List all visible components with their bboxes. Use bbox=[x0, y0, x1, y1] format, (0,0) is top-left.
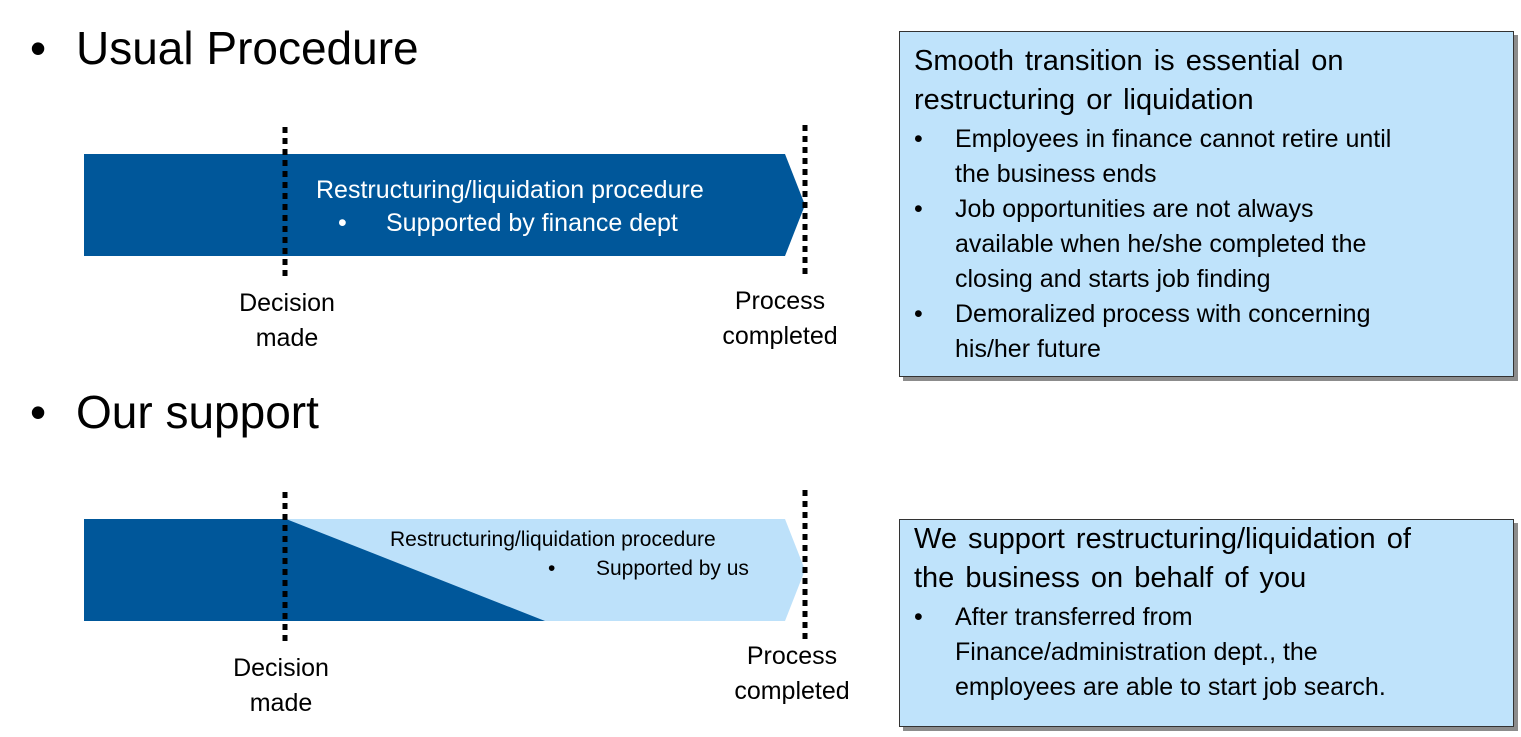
our-support-heading: • Our support bbox=[30, 386, 319, 438]
list-item-line: the business ends bbox=[955, 160, 1157, 188]
usual-procedure-arrow bbox=[84, 154, 805, 256]
bullet-glyph: • bbox=[914, 195, 923, 223]
bullet-glyph: • bbox=[914, 603, 923, 631]
bullet-glyph: • bbox=[914, 125, 923, 153]
bullet-glyph: • bbox=[548, 557, 556, 580]
list-item-line: Job opportunities are not always bbox=[955, 195, 1314, 223]
milestone-line: Process bbox=[746, 642, 838, 670]
usual-process-completed-label: Process completed bbox=[705, 284, 855, 354]
support-note-title: We support restructuring/liquidation of … bbox=[914, 520, 1501, 598]
list-item: • Job opportunities are not always avail… bbox=[914, 192, 1501, 297]
list-item-line: Employees in finance cannot retire until bbox=[955, 125, 1392, 153]
usual-note-title: Smooth transition is essential on restru… bbox=[914, 42, 1501, 120]
support-note-list: • After transferred from Finance/adminis… bbox=[914, 600, 1501, 705]
usual-decision-made-label: Decision made bbox=[222, 286, 352, 356]
list-item-line: his/her future bbox=[955, 335, 1101, 363]
milestone-line: made bbox=[249, 689, 313, 717]
bullet-glyph: • bbox=[338, 209, 347, 237]
heading-bullet: • bbox=[30, 22, 47, 74]
milestone-line: made bbox=[255, 324, 319, 352]
usual-procedure-label: Restructuring/liquidation procedure bbox=[316, 176, 704, 204]
note-title-line: Smooth transition is essential on bbox=[914, 45, 1344, 77]
support-procedure-bullet: • Supported by us bbox=[548, 555, 749, 583]
usual-procedure-note-box: Smooth transition is essential on restru… bbox=[899, 31, 1514, 377]
usual-procedure-bullet: • Supported by finance dept bbox=[338, 207, 678, 239]
list-item-line: available when he/she completed the bbox=[955, 230, 1367, 258]
list-item: • After transferred from Finance/adminis… bbox=[914, 600, 1501, 705]
milestone-line: completed bbox=[734, 677, 850, 705]
usual-procedure-bullet-text: Supported by finance dept bbox=[386, 209, 678, 237]
support-process-completed-label: Process completed bbox=[717, 639, 867, 709]
list-item-line: Demoralized process with concerning bbox=[955, 300, 1371, 328]
note-title-line: We support restructuring/liquidation of bbox=[914, 523, 1411, 555]
our-support-note-box: We support restructuring/liquidation of … bbox=[899, 519, 1514, 727]
milestone-line: Process bbox=[734, 287, 826, 315]
our-support-heading-text: Our support bbox=[76, 386, 319, 438]
support-decision-made-label: Decision made bbox=[216, 651, 346, 721]
list-item-line: After transferred from bbox=[955, 603, 1193, 631]
usual-procedure-heading: • Usual Procedure bbox=[30, 22, 419, 74]
milestone-line: Decision bbox=[239, 289, 335, 317]
support-procedure-label: Restructuring/liquidation procedure bbox=[390, 528, 716, 551]
usual-note-list: • Employees in finance cannot retire unt… bbox=[914, 122, 1501, 367]
list-item: • Employees in finance cannot retire unt… bbox=[914, 122, 1501, 192]
support-procedure-bullet-text: Supported by us bbox=[596, 557, 749, 580]
list-item-line: closing and starts job finding bbox=[955, 265, 1271, 293]
list-item-line: employees are able to start job search. bbox=[955, 673, 1386, 701]
note-title-line: the business on behalf of you bbox=[914, 562, 1307, 594]
heading-bullet: • bbox=[30, 386, 47, 438]
support-finance-wedge bbox=[84, 519, 545, 621]
bullet-glyph: • bbox=[914, 300, 923, 328]
list-item-line: Finance/administration dept., the bbox=[955, 638, 1318, 666]
note-title-line: restructuring or liquidation bbox=[914, 84, 1254, 116]
milestone-line: completed bbox=[722, 322, 838, 350]
list-item: • Demoralized process with concerning hi… bbox=[914, 297, 1501, 367]
milestone-line: Decision bbox=[233, 654, 329, 682]
usual-procedure-heading-text: Usual Procedure bbox=[76, 22, 419, 74]
